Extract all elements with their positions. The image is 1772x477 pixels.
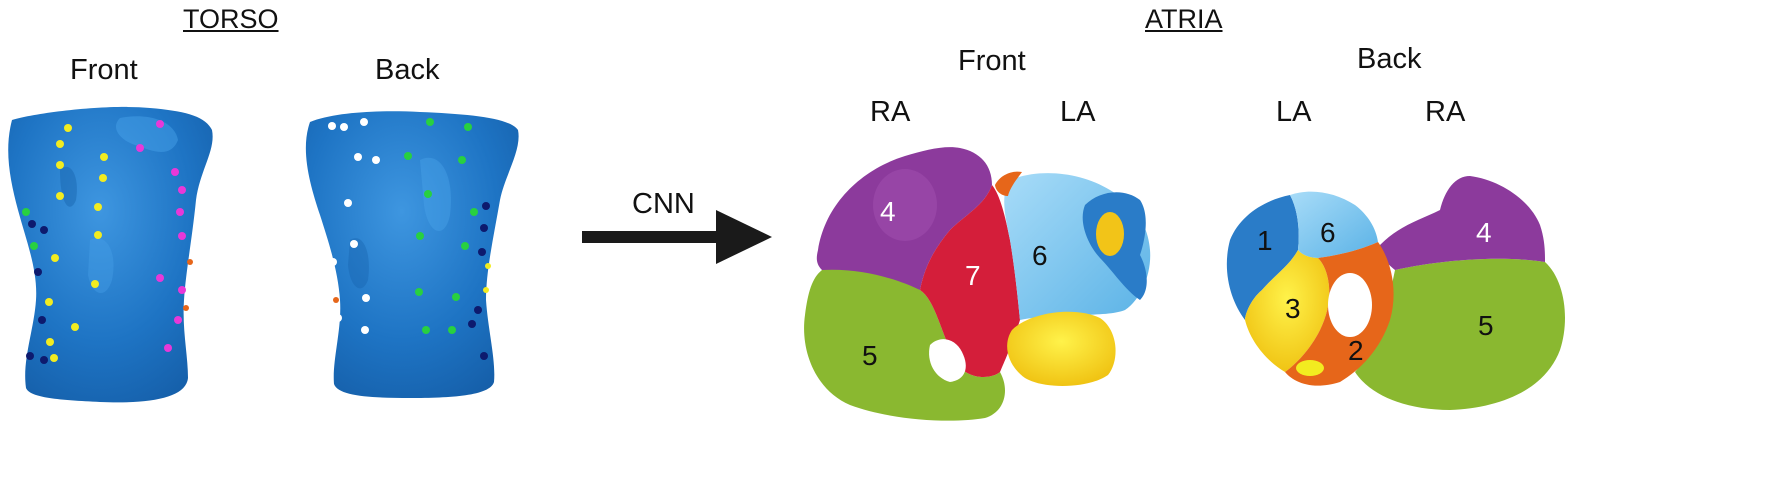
cnn-arrow <box>582 210 772 264</box>
front-region-4-number: 4 <box>880 196 896 227</box>
atria-front: 4 7 6 5 <box>804 147 1151 421</box>
atria-back-ra-label: RA <box>1425 96 1466 128</box>
torso-back <box>305 111 519 398</box>
back-region-1 <box>1226 195 1299 320</box>
atria-back-label: Back <box>1357 43 1422 75</box>
back-region-5-number: 5 <box>1478 310 1494 341</box>
front-region-7-number: 7 <box>965 260 981 291</box>
torso-heading: TORSO <box>183 4 279 34</box>
front-region-5-number: 5 <box>862 340 878 371</box>
back-region-4 <box>1380 176 1545 270</box>
atria-front-la-label: LA <box>1060 96 1096 128</box>
torso-front-body <box>8 106 213 403</box>
torso-front-label: Front <box>70 54 138 86</box>
atria-front-label: Front <box>958 45 1026 77</box>
torso-back-electrodes <box>328 118 491 360</box>
atria-back: 1 6 4 3 2 5 <box>1226 176 1565 410</box>
back-region-5 <box>1355 258 1565 410</box>
front-region-6-number: 6 <box>1032 240 1048 271</box>
back-region-1-number: 1 <box>1257 225 1273 256</box>
front-region-5 <box>804 266 1005 421</box>
back-orifice <box>1328 273 1372 337</box>
arrow-head <box>716 210 772 264</box>
torso-front-electrodes <box>22 120 193 364</box>
atria-front-ra-label: RA <box>870 96 911 128</box>
back-region-4-number: 4 <box>1476 217 1492 248</box>
back-region-3-number: 3 <box>1285 293 1301 324</box>
back-region-3 <box>1245 250 1330 372</box>
atria-heading: ATRIA <box>1145 4 1223 34</box>
torso-front <box>8 106 213 403</box>
cnn-label: CNN <box>632 188 695 220</box>
arrow-shaft <box>582 231 722 243</box>
torso-back-label: Back <box>375 54 440 86</box>
front-region-7 <box>920 185 1020 377</box>
back-region-2-number: 2 <box>1348 335 1364 366</box>
back-region-6-number: 6 <box>1320 217 1336 248</box>
atria-back-la-label: LA <box>1276 96 1312 128</box>
back-region-6 <box>1290 191 1378 258</box>
front-region-2-rim <box>995 171 1022 196</box>
torso-back-body <box>305 111 519 398</box>
front-region-3 <box>1007 311 1116 386</box>
